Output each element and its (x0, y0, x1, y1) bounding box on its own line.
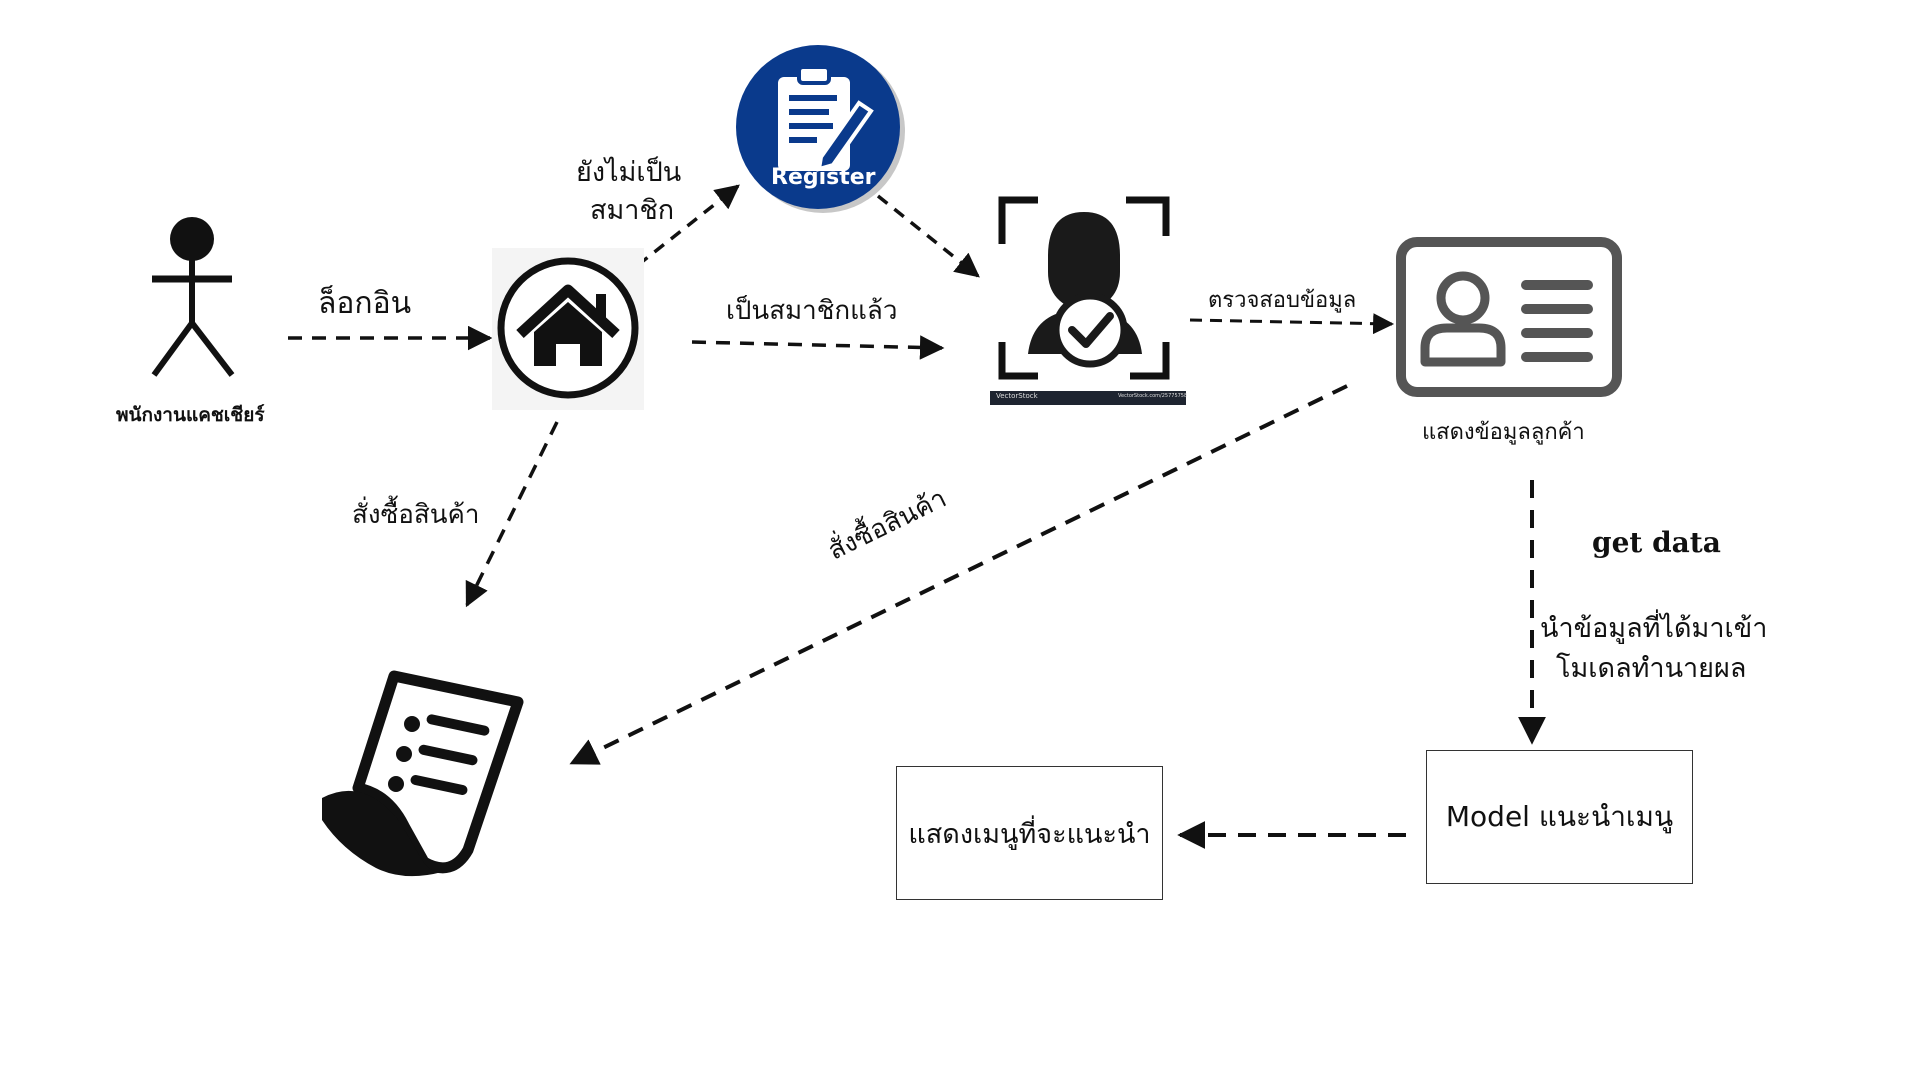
arrow-order-diag (569, 384, 1348, 765)
edge-label-not-member-2: สมาชิก (590, 195, 675, 226)
receipt-icon (322, 670, 524, 877)
arrow-order-left (465, 421, 559, 608)
model-box[interactable]: Model แนะนำเมนู (1426, 750, 1693, 884)
register-label: Register (771, 165, 876, 190)
edge-label-login: ล็อกอิน (318, 286, 412, 321)
verify-watermark-left: VectorStock (996, 392, 1038, 400)
edge-label-feed-2: โมเดลทำนายผล (1556, 653, 1747, 684)
edge-label-get-data: get data (1592, 526, 1721, 559)
actor-label: พนักงานแคชเชียร์ (116, 404, 265, 426)
menu-box[interactable]: แสดงเมนูที่จะแนะนำ (896, 766, 1163, 900)
arrow-register-to-verify (876, 194, 980, 278)
edge-label-feed-1: นำข้อมูลที่ได้มาเข้า (1540, 613, 1768, 644)
clipboard-register-icon (736, 45, 905, 213)
register-node[interactable]: Register (733, 45, 909, 213)
home-icon (497, 257, 639, 399)
edge-label-not-member-1: ยังไม่เป็น (576, 157, 682, 188)
home-node[interactable] (492, 248, 644, 410)
id-card-icon (1396, 237, 1622, 397)
arrow-is-member (691, 335, 945, 360)
verify-watermark-right: VectorStock.com/25775758 (1118, 393, 1188, 399)
arrow-check-data (1189, 313, 1395, 335)
arrow-not-member (636, 184, 740, 267)
edge-label-check-data: ตรวจสอบข้อมูล (1208, 288, 1357, 313)
stick-figure-icon (151, 217, 235, 377)
verify-node[interactable]: VectorStock VectorStock.com/25775758 (988, 196, 1188, 406)
edge-label-is-member: เป็นสมาชิกแล้ว (726, 296, 898, 326)
customer-card-node[interactable] (1395, 236, 1627, 402)
customer-card-label: แสดงข้อมูลลูกค้า (1422, 420, 1585, 445)
actor-node (140, 215, 250, 380)
model-box-label: Model แนะนำเมนู (1445, 800, 1674, 833)
menu-box-label: แสดงเมนูที่จะแนะนำ (908, 818, 1151, 850)
edge-label-order-left: สั่งซื้อสินค้า (352, 500, 480, 530)
face-verify-icon (990, 196, 1186, 405)
receipt-node[interactable] (318, 670, 528, 882)
